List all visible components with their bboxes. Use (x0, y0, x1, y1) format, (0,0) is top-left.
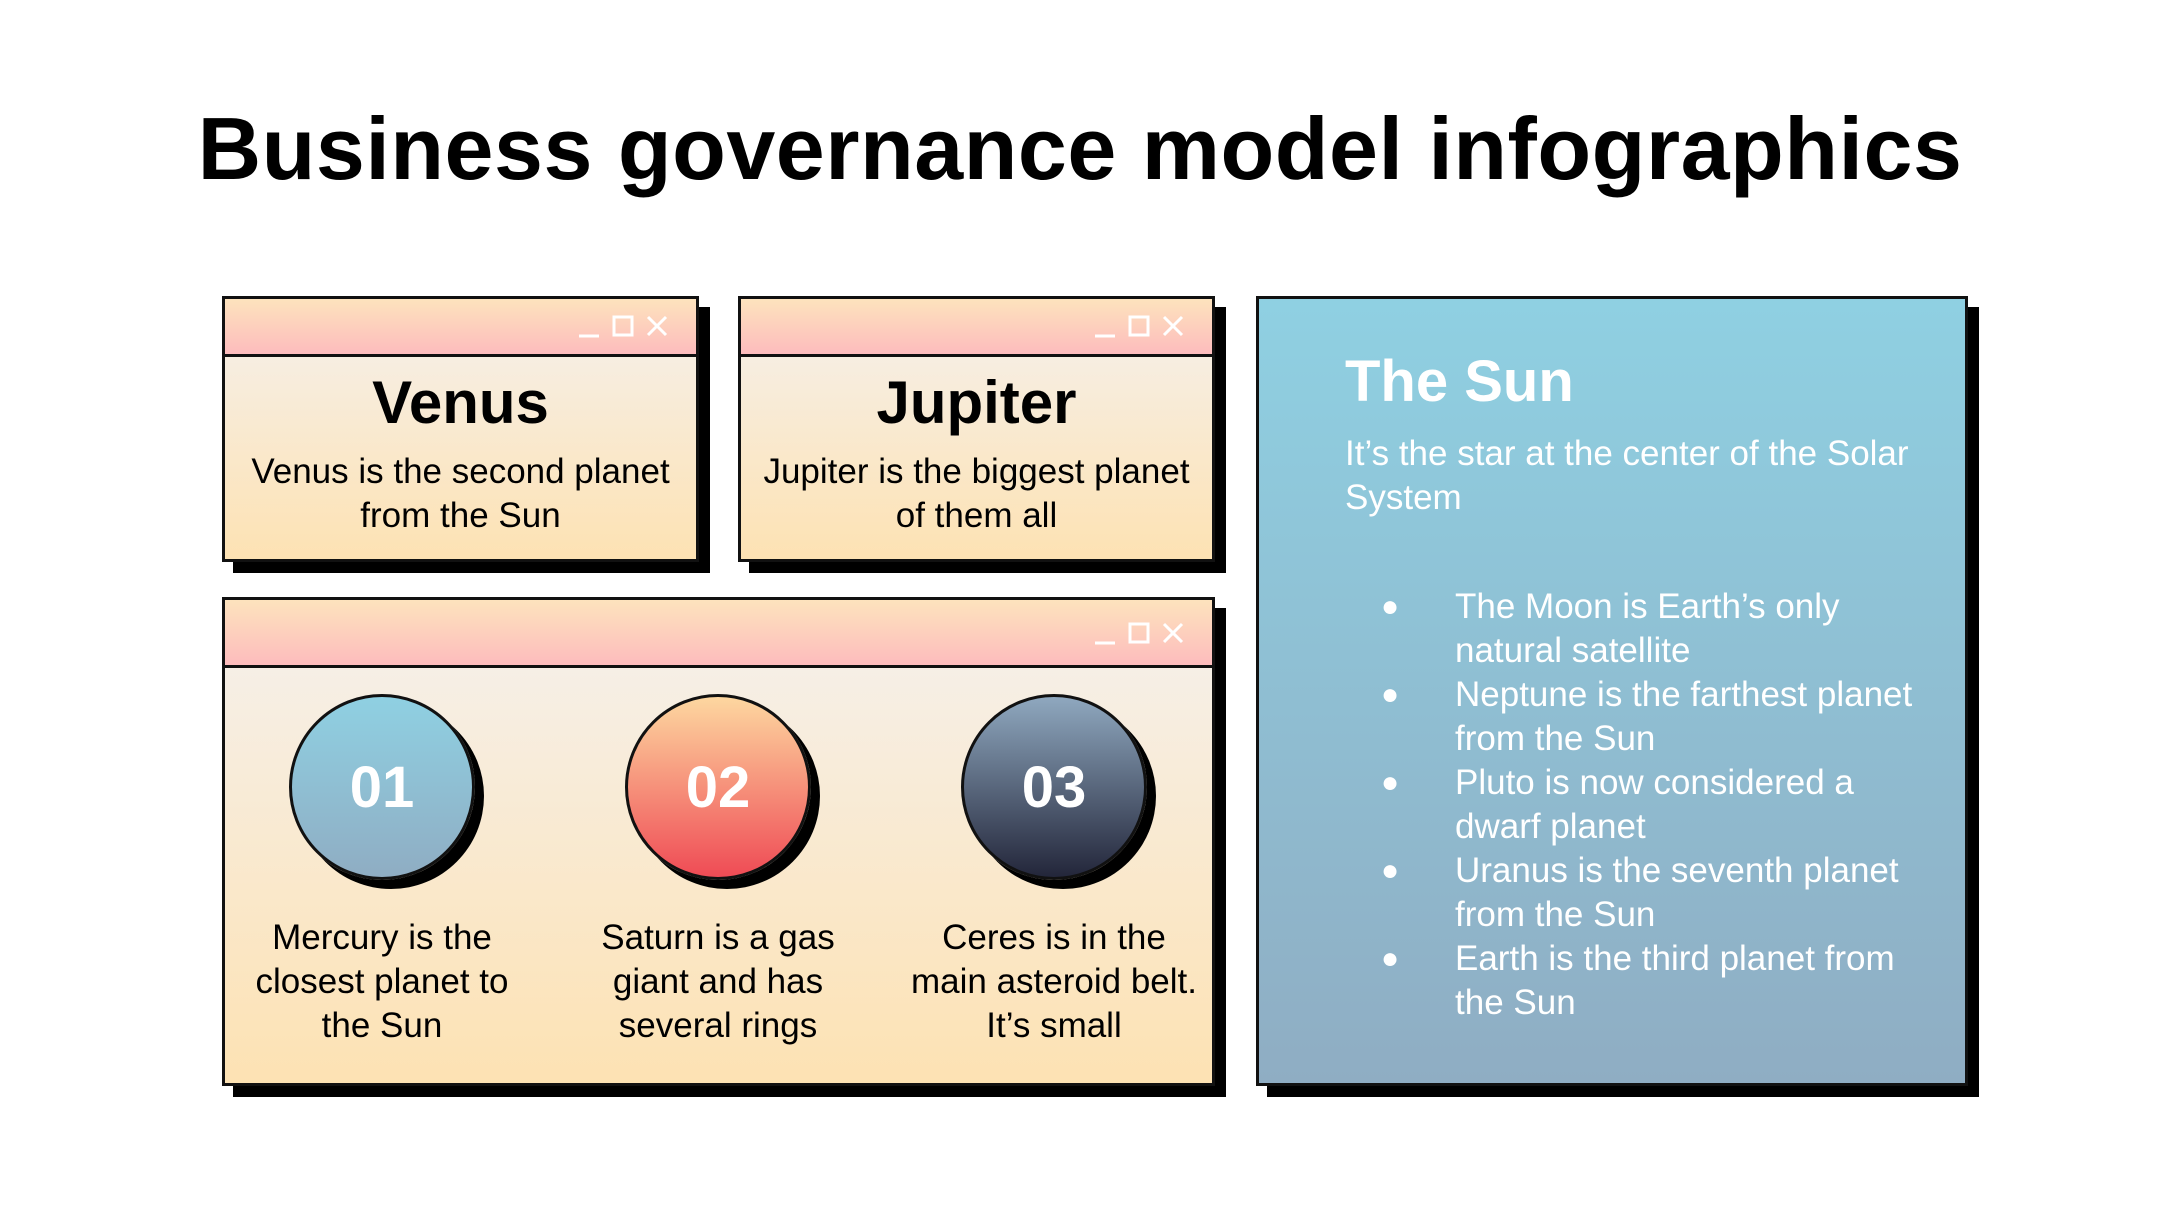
bullet-icon: ● (1381, 590, 1400, 623)
window-controls (576, 313, 676, 339)
card-title: Venus (372, 369, 549, 436)
close-icon[interactable] (1160, 313, 1186, 339)
list-item: ● Uranus is the seventh planet from the … (1345, 849, 1945, 937)
close-icon[interactable] (1160, 620, 1186, 646)
sun-title: The Sun (1345, 349, 1574, 414)
list-item: ● The Moon is Earth’s only natural satel… (1345, 585, 1945, 673)
bullet-icon: ● (1381, 854, 1400, 887)
step-description: Mercury is the closest planet to the Sun (255, 918, 509, 1045)
step-number: 01 (349, 754, 415, 820)
list-item-text: The Moon is Earth’s only natural satelli… (1455, 587, 1840, 670)
card-description: Venus is the second planet from the Sun (251, 452, 670, 535)
sun-bullet-list: ● The Moon is Earth’s only natural satel… (1345, 585, 1945, 1025)
window-title-bar (225, 600, 1212, 668)
window-title-bar (741, 299, 1212, 357)
window-controls (1092, 313, 1192, 339)
window-title-bar (225, 299, 696, 357)
card-description: Jupiter is the biggest planet of them al… (763, 452, 1190, 535)
list-item: ● Neptune is the farthest planet from th… (1345, 673, 1945, 761)
bullet-icon: ● (1381, 766, 1400, 799)
maximize-icon[interactable] (1126, 313, 1152, 339)
step-01: 01 Mercury is the closest planet to the … (232, 694, 532, 1048)
steps-window: 01 Mercury is the closest planet to the … (222, 597, 1215, 1086)
step-description: Saturn is a gas giant and has several ri… (601, 918, 835, 1045)
list-item-text: Neptune is the farthest planet from the … (1455, 675, 1913, 758)
list-item: ● Earth is the third planet from the Sun (1345, 937, 1945, 1025)
page-title: Business governance model infographics (197, 99, 1963, 198)
step-number: 03 (1021, 754, 1087, 820)
step-number-circle: 01 (289, 694, 475, 880)
minimize-icon[interactable] (576, 313, 602, 339)
sun-panel: The Sun It’s the star at the center of t… (1256, 296, 1968, 1086)
list-item-text: Pluto is now considered a dwarf planet (1455, 763, 1854, 846)
card-title: Jupiter (876, 369, 1077, 436)
minimize-icon[interactable] (1092, 620, 1118, 646)
maximize-icon[interactable] (1126, 620, 1152, 646)
step-03: 03 Ceres is in the main asteroid belt. I… (904, 694, 1204, 1048)
sun-subtitle: It’s the star at the center of the Solar… (1345, 434, 1909, 517)
venus-window: Venus Venus is the second planet from th… (222, 296, 699, 562)
step-number-circle: 02 (625, 694, 811, 880)
list-item: ● Pluto is now considered a dwarf planet (1345, 761, 1945, 849)
step-02: 02 Saturn is a gas giant and has several… (568, 694, 868, 1048)
bullet-icon: ● (1381, 678, 1400, 711)
window-controls (1092, 620, 1192, 646)
maximize-icon[interactable] (610, 313, 636, 339)
step-number: 02 (685, 754, 751, 820)
bullet-icon: ● (1381, 942, 1400, 975)
jupiter-window: Jupiter Jupiter is the biggest planet of… (738, 296, 1215, 562)
close-icon[interactable] (644, 313, 670, 339)
list-item-text: Uranus is the seventh planet from the Su… (1455, 851, 1899, 934)
step-number-circle: 03 (961, 694, 1147, 880)
step-description: Ceres is in the main asteroid belt. It’s… (911, 918, 1197, 1045)
minimize-icon[interactable] (1092, 313, 1118, 339)
list-item-text: Earth is the third planet from the Sun (1455, 939, 1895, 1022)
